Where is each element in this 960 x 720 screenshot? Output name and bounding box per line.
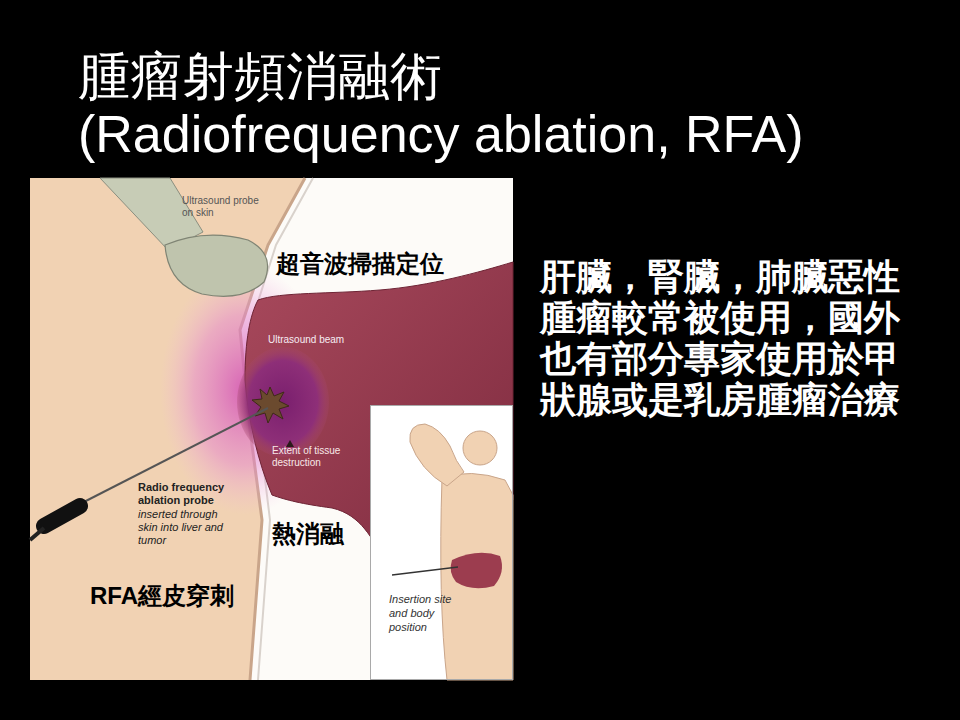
needle-note: inserted through skin into liver and tum… (138, 508, 238, 547)
probe-label: Ultrasound probe on skin (182, 195, 268, 219)
inset-liver (451, 553, 502, 588)
inset-box: Insertion site and body position (370, 405, 513, 680)
inset-arm (410, 424, 464, 486)
inset-needle (392, 567, 458, 575)
inset-head (463, 431, 497, 465)
zone-label: Extent of tissue destruction (272, 445, 344, 469)
tumor (252, 387, 289, 423)
slide-subtitle: (Radiofrequency ablation, RFA) (78, 104, 804, 164)
needle-label: Radio frequency ablation probe (138, 481, 238, 507)
step-label: 超音波掃描定位 (276, 249, 444, 279)
body-text: 肝臟，腎臟，肺臟惡性腫瘤較常被使用，國外也有部分專家使用於甲狀腺或是乳房腫瘤治療 (540, 256, 920, 420)
needle-cable (30, 528, 44, 540)
needle-handle (44, 506, 80, 526)
inset-caption: Insertion site and body position (389, 592, 467, 634)
slide-title: 腫瘤射頻消融術 (78, 46, 442, 106)
ultrasound-probe (165, 235, 268, 296)
inset-panel (370, 405, 513, 680)
beam-label: Ultrasound beam (268, 334, 344, 346)
step-label: RFA經皮穿刺 (90, 581, 234, 611)
ablation-zone (237, 347, 329, 457)
step-label: 熱消融 (272, 519, 344, 549)
figure-panel (30, 178, 513, 680)
inset-torso (441, 473, 513, 680)
